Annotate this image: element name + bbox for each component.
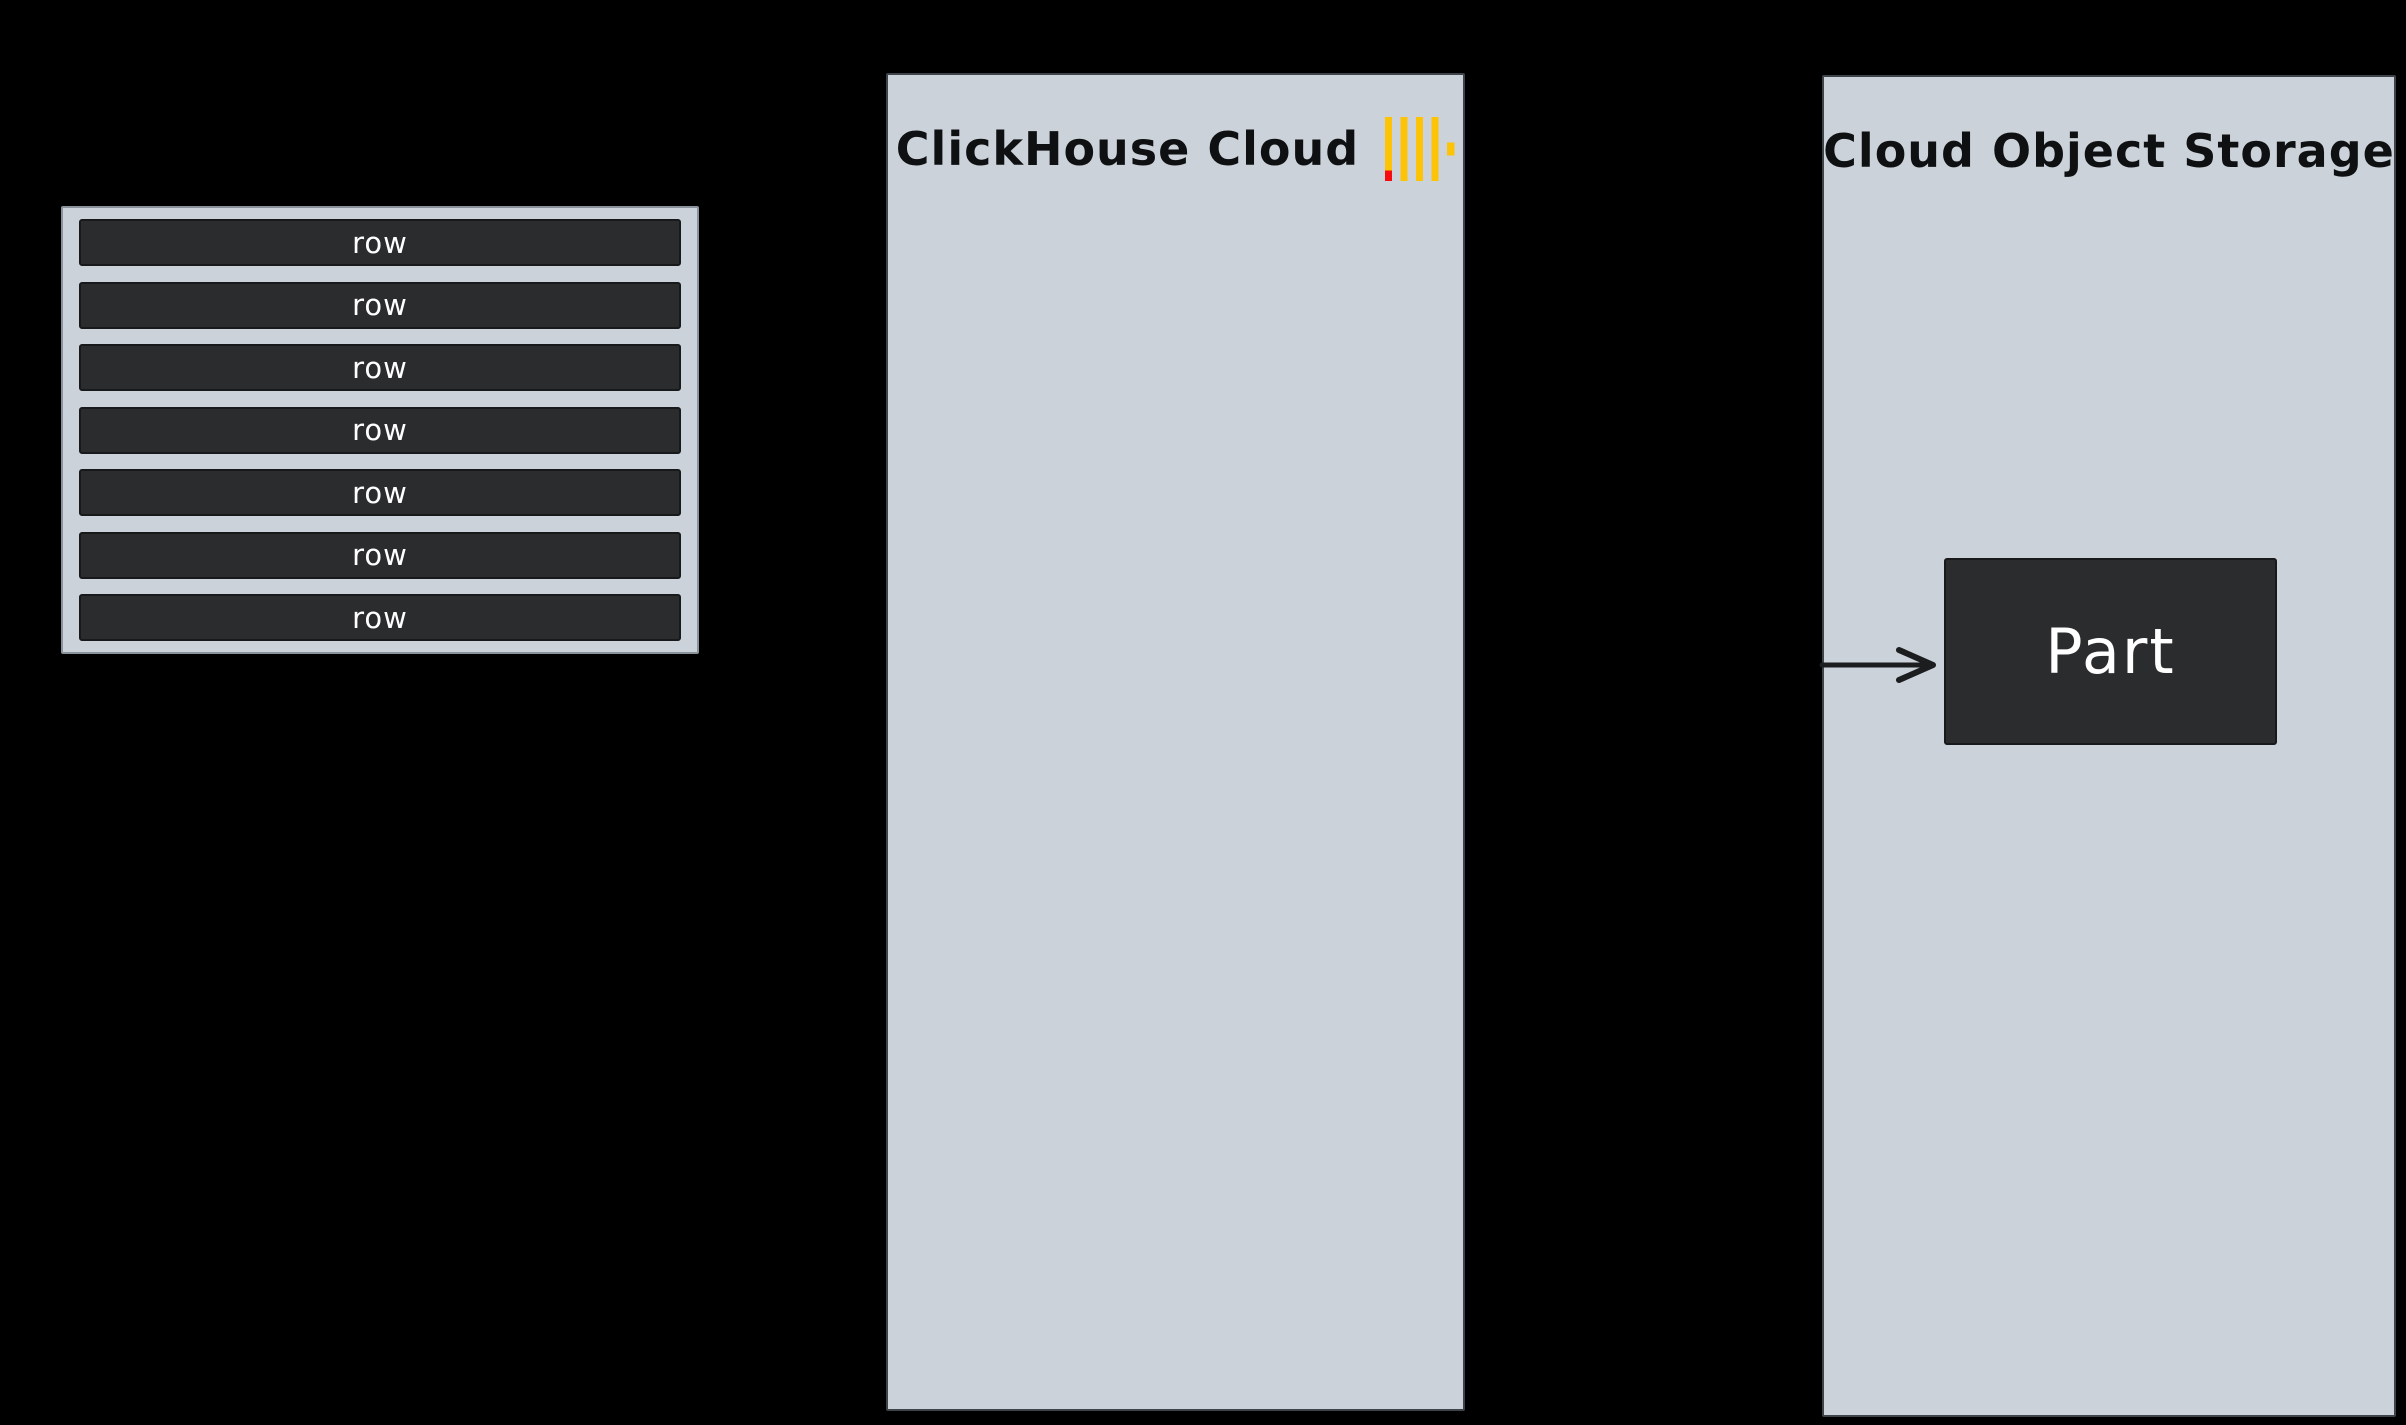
row-label: row (352, 475, 408, 510)
table-row: row (79, 219, 681, 266)
clickhouse-cloud-title: ClickHouse Cloud (895, 122, 1360, 176)
part-label: Part (2045, 615, 2176, 688)
row-label: row (352, 225, 408, 260)
table-row: row (79, 406, 681, 454)
row-label: row (352, 600, 408, 635)
clickhouse-cloud-panel: ClickHouse Cloud (886, 73, 1465, 1411)
cloud-object-storage-header: Cloud Object Storage (1823, 119, 2395, 183)
arrow-right-icon (1819, 647, 1936, 683)
clickhouse-logo-icon (1385, 117, 1455, 181)
cloud-object-storage-title: Cloud Object Storage (1823, 124, 2395, 178)
row-table: row row row row row row row (61, 206, 699, 654)
row-label: row (352, 413, 408, 447)
row-label: row (352, 350, 408, 385)
table-row: row (79, 531, 681, 579)
table-row: row (79, 469, 681, 516)
table-row: row (79, 281, 681, 329)
part-box: Part (1944, 558, 2277, 745)
cloud-object-storage-panel: Cloud Object Storage Part (1819, 75, 2396, 1417)
row-label: row (352, 538, 408, 572)
table-row: row (79, 344, 681, 391)
table-row: row (79, 594, 681, 641)
row-label: row (352, 288, 408, 322)
clickhouse-cloud-header: ClickHouse Cloud (888, 117, 1463, 181)
